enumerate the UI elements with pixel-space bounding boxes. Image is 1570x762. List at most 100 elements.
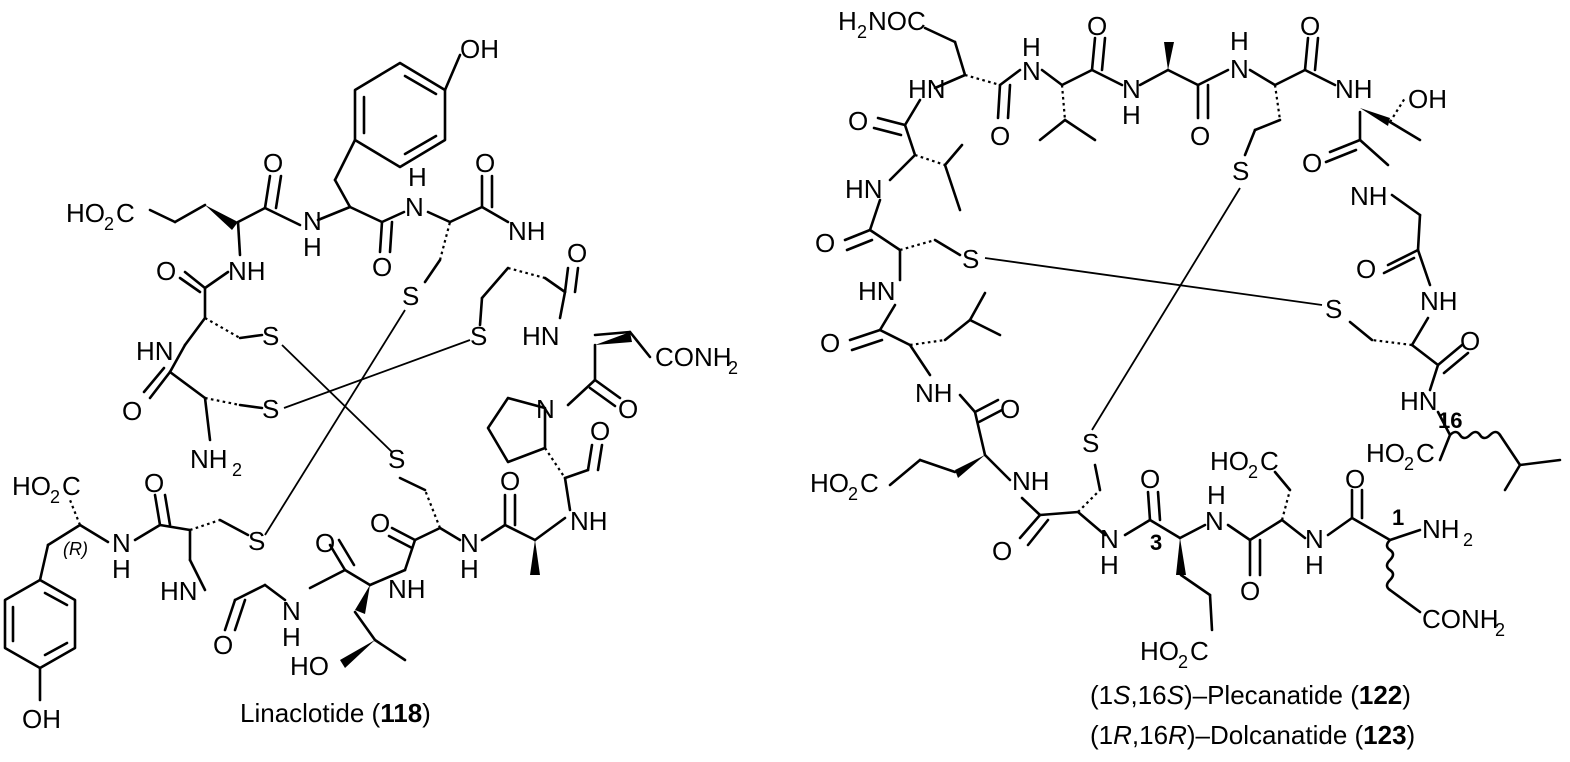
- linaclotide-o-10: O: [370, 508, 390, 538]
- plecanatide-nh-b1-h: H: [1100, 550, 1119, 580]
- linaclotide-nh-1a: N: [303, 206, 322, 236]
- linaclotide-ho2c-tyr-b: C: [62, 471, 81, 501]
- plecanatide-h2noc-a: H: [838, 6, 857, 36]
- plecanatide-o-l3: O: [820, 328, 840, 358]
- linaclotide-nh-gly-b: H: [282, 622, 301, 652]
- linaclotide-s-4: S: [470, 321, 487, 351]
- plecanatide-o-l2: O: [815, 228, 835, 258]
- plecanatide-ho2c-leu-b: C: [1416, 438, 1435, 468]
- linaclotide-nh2-nterm-sub: 2: [232, 460, 242, 480]
- plecanatide-nh-thr: NH: [1335, 74, 1373, 104]
- plecanatide-structure: H 2 NOC: [810, 6, 1562, 750]
- plecanatide-hn-top-1: HN: [908, 74, 946, 104]
- linaclotide-hn-2: HN: [522, 321, 560, 351]
- plecanatide-locant-1: 1: [1392, 505, 1404, 530]
- linaclotide-glu-sidechain: [148, 203, 242, 257]
- plecanatide-cys-ch2-upper: [1243, 128, 1257, 157]
- linaclotide-ho-thr-a: HO: [290, 651, 329, 681]
- linaclotide-nh-thr: NH: [388, 574, 426, 604]
- linaclotide-disulfide-bonds: [264, 221, 510, 536]
- plecanatide-ho2c-glu3-a: HO: [1140, 636, 1179, 666]
- linaclotide-o-3: O: [475, 148, 495, 178]
- plecanatide-s-upper: S: [1232, 156, 1249, 186]
- linaclotide-ho2c-tyr-sub: 2: [50, 487, 60, 507]
- linaclotide-nh-tyr-a: N: [112, 528, 131, 558]
- plecanatide-nh-b3-h: H: [1305, 550, 1324, 580]
- plecanatide-ho2c-glu-a: HO: [810, 468, 849, 498]
- plecanatide-glu-left: [888, 453, 1012, 487]
- linaclotide-hn-3: HN: [160, 576, 198, 606]
- plecanatide-ho2c-leu-sub: 2: [1404, 454, 1414, 474]
- linaclotide-nh-1b: H: [303, 232, 322, 262]
- plecanatide-disulfide-bonds: [984, 187, 1323, 431]
- plecanatide-nh-b1: N: [1100, 524, 1119, 554]
- plecanatide-gly: [1382, 193, 1432, 287]
- plecanatide-o-gly: O: [1356, 254, 1376, 284]
- plecanatide-ho2c-asp-sub: 2: [1248, 462, 1258, 482]
- plecanatide-h2noc-sub: 2: [857, 22, 867, 42]
- plecanatide-s-lower: S: [1082, 428, 1099, 458]
- linaclotide-right-backbone: [507, 266, 652, 408]
- plecanatide-nh-t3: N: [1230, 54, 1249, 84]
- plecanatide-ho2c-glu3-sub: 2: [1178, 652, 1188, 672]
- linaclotide-nh-tyr-b: H: [112, 554, 131, 584]
- plecanatide-o-thr: O: [1302, 148, 1322, 178]
- linaclotide-structure: OH O N H O H N O NH: [3, 34, 738, 734]
- linaclotide-c-terminal-tyrosine: [3, 499, 110, 702]
- linaclotide-conh2-asn: CONH: [655, 342, 732, 372]
- plecanatide-nh-t1-h: H: [1022, 32, 1041, 62]
- plecanatide-h2noc-b: NOC: [868, 6, 926, 36]
- plecanatide-o-b2: O: [1140, 464, 1160, 494]
- linaclotide-o-8: O: [590, 416, 610, 446]
- linaclotide-r-stereo-label: (R): [63, 539, 88, 559]
- linaclotide-nh-2a: H: [408, 162, 427, 192]
- plecanatide-nh-l3: NH: [915, 378, 953, 408]
- plecanatide-conh2-asn: CONH: [1422, 604, 1499, 634]
- linaclotide-nh-2b: N: [405, 192, 424, 222]
- plecanatide-nh2-nterm: NH: [1422, 514, 1460, 544]
- linaclotide-s-5: S: [388, 444, 405, 474]
- plecanatide-o-l4: O: [1000, 394, 1020, 424]
- plecanatide-oh-thr: OH: [1408, 84, 1447, 114]
- linaclotide-nh2-nterm: NH: [190, 444, 228, 474]
- plecanatide-nh2-nterm-sub: 2: [1463, 530, 1473, 550]
- linaclotide-gly-segment: [133, 493, 287, 632]
- linaclotide-o-9: O: [500, 466, 520, 496]
- linaclotide-o-11: O: [315, 528, 335, 558]
- plecanatide-hn-leu16: HN: [1400, 386, 1438, 416]
- plecanatide-ho2c-asp-a: HO: [1210, 446, 1249, 476]
- plecanatide-caption: (1S,16S)–Plecanatide (122): [1090, 680, 1411, 710]
- linaclotide-o-5: O: [122, 396, 142, 426]
- plecanatide-o-l1: O: [848, 106, 868, 136]
- linaclotide-o-1: O: [263, 148, 283, 178]
- linaclotide-s-6: S: [248, 526, 265, 556]
- plecanatide-nh-b2-h: H: [1207, 480, 1226, 510]
- plecanatide-nh-cys: NH: [1420, 286, 1458, 316]
- plecanatide-leu16: [1436, 410, 1562, 492]
- dolcanatide-caption: (1R,16R)–Dolcanatide (123): [1090, 720, 1415, 750]
- linaclotide-conh2-asn-sub: 2: [728, 358, 738, 378]
- linaclotide-nh-ala-b: H: [460, 554, 479, 584]
- plecanatide-ho2c-glu-sub: 2: [848, 484, 858, 504]
- plecanatide-o-b4: O: [1345, 464, 1365, 494]
- linaclotide-s-3: S: [402, 281, 419, 311]
- linaclotide-o-6: O: [567, 238, 587, 268]
- plecanatide-nh-glu: NH: [1012, 466, 1050, 496]
- linaclotide-o-12: O: [213, 630, 233, 660]
- linaclotide-o-7: O: [618, 394, 638, 424]
- linaclotide-top-backbone: [236, 174, 510, 254]
- linaclotide-oh-top: OH: [460, 34, 499, 64]
- plecanatide-left-backbone: [843, 98, 1004, 457]
- plecanatide-nh-t3-h: H: [1230, 26, 1249, 56]
- linaclotide-o-13: O: [144, 468, 164, 498]
- plecanatide-hn-l2: HN: [858, 276, 896, 306]
- plecanatide-s-right: S: [1325, 294, 1342, 324]
- plecanatide-nh-t1: N: [1022, 56, 1041, 86]
- linaclotide-ho2c-tyr-a: HO: [12, 471, 51, 501]
- linaclotide-nh-pro: NH: [570, 506, 608, 536]
- linaclotide-o-2: O: [372, 252, 392, 282]
- plecanatide-o-b3: O: [1240, 576, 1260, 606]
- plecanatide-ho2c-glu3-b: C: [1190, 636, 1209, 666]
- plecanatide-o-cys: O: [1460, 326, 1480, 356]
- plecanatide-o-t4: O: [1300, 11, 1320, 41]
